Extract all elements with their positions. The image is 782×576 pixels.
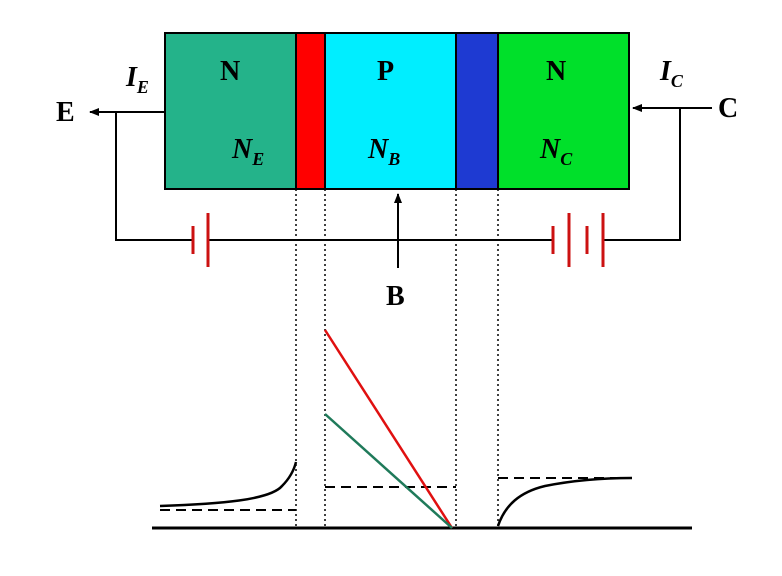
base-region xyxy=(324,32,457,190)
collector-depletion-region xyxy=(455,32,499,190)
emitter-type-label: N xyxy=(220,56,240,87)
junction-guide-lines xyxy=(295,189,499,528)
collector-minority-profile xyxy=(496,476,633,527)
emitter-depletion-region xyxy=(295,32,326,190)
collector-current-label: IC xyxy=(659,56,684,91)
emitter-region xyxy=(164,32,297,190)
emitter-current-label: IE xyxy=(125,62,149,97)
emitter-doping-label: NE xyxy=(231,134,264,169)
base-red-profile xyxy=(323,329,454,529)
bias-circuit-wire xyxy=(115,112,193,241)
bias-circuit-wire-right xyxy=(603,108,681,241)
base-doping-label: NB xyxy=(367,134,400,169)
collector-region xyxy=(497,32,630,190)
emitter-base-battery-icon xyxy=(191,213,210,267)
emitter-minority-profile xyxy=(159,461,298,508)
collector-type-label: N xyxy=(546,56,566,87)
base-green-profile xyxy=(324,413,453,529)
collector-terminal-label: C xyxy=(718,93,738,124)
base-type-label: P xyxy=(377,56,394,87)
base-terminal-label: B xyxy=(386,281,405,312)
collector-base-battery-icon xyxy=(551,213,605,267)
collector-doping-label: NC xyxy=(539,134,573,169)
emitter-terminal-label: E xyxy=(56,97,75,128)
